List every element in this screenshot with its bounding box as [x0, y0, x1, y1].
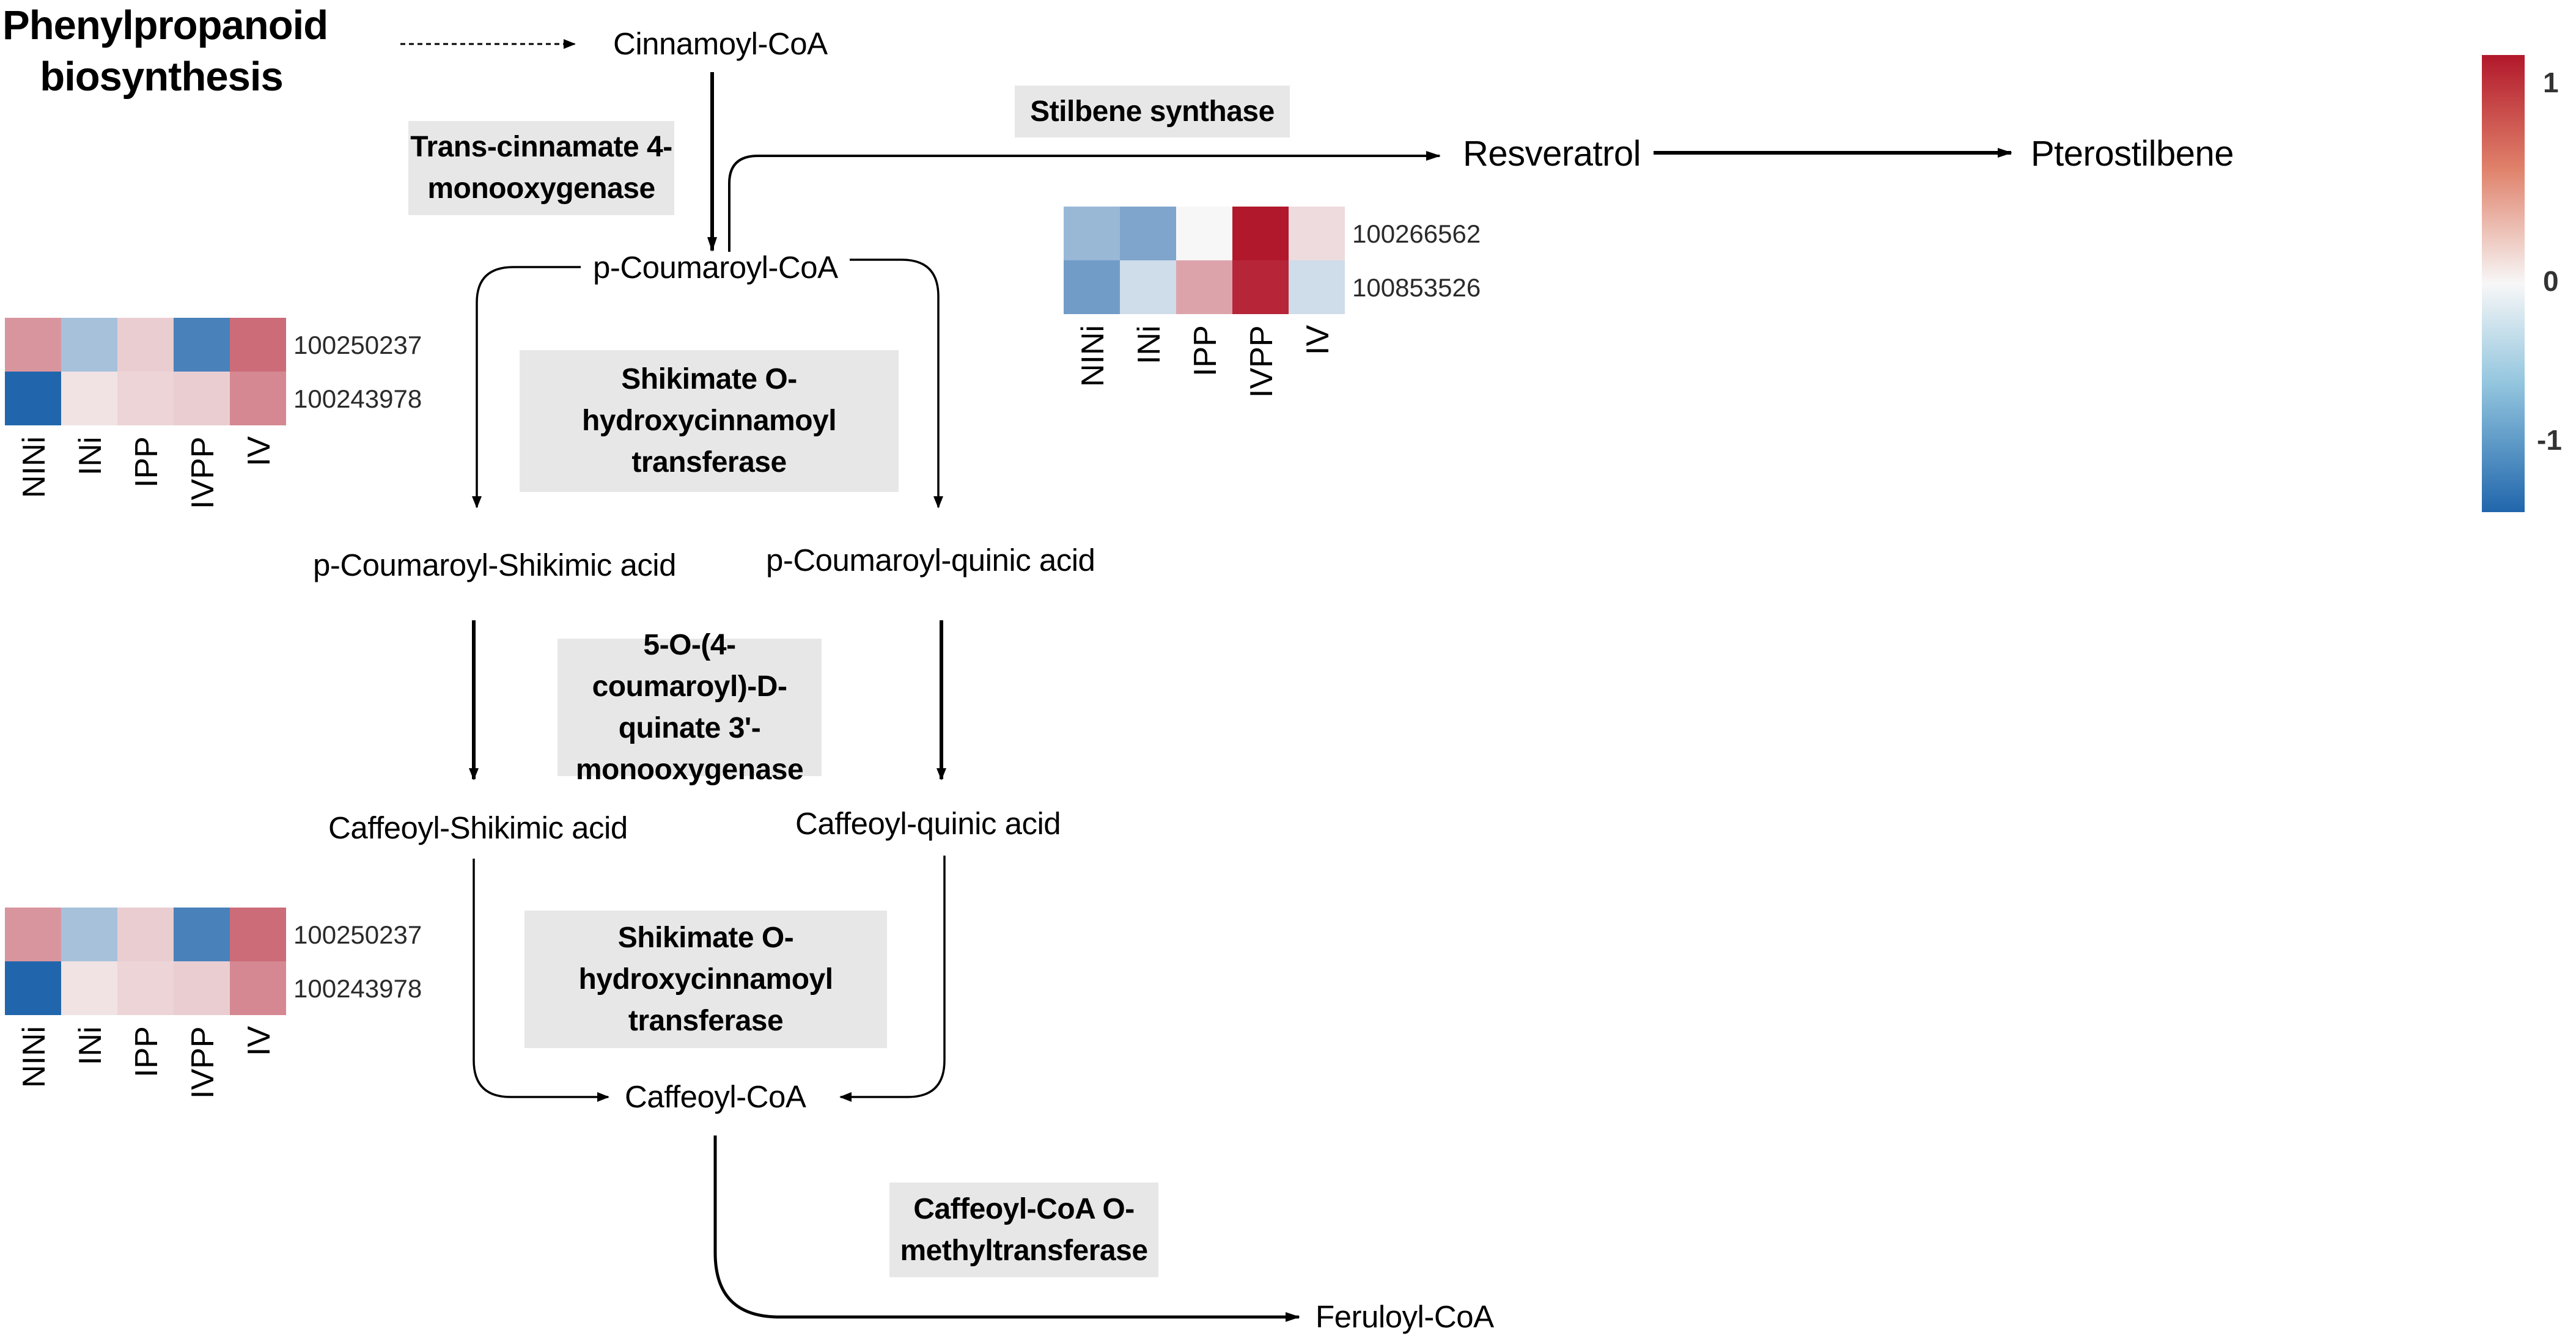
- heatmap-cell: [1289, 207, 1345, 260]
- heatmap-cell: [1120, 260, 1176, 314]
- metabolite-cinnamoyl-coa: Cinnamoyl-CoA: [613, 26, 828, 61]
- enzyme-shikimate-hydroxycinnamoyl-transferase-bottom: Shikimate O-hydroxycinnamoyl transferase: [524, 911, 887, 1048]
- heatmap-column-label: IVPP: [1244, 325, 1279, 398]
- color-scale-tick-low: -1: [2537, 424, 2562, 456]
- metabolite-p-coumaroyl-quinic-acid: p-Coumaroyl-quinic acid: [766, 543, 1095, 578]
- enzyme-coumaroyl-quinate-3-monooxygenase: 5-O-(4-coumaroyl)-D-quinate 3'-monooxyge…: [558, 629, 822, 786]
- heatmap-column-label: INi: [1132, 325, 1167, 364]
- heatmap-cell: [5, 318, 61, 372]
- arrow-coumaroyl-to-resveratrol: [728, 151, 1441, 252]
- heatmap-cell: [230, 908, 286, 961]
- heatmap-cell: [1176, 207, 1232, 260]
- heatmap-gene-label: 100266562: [1352, 219, 1481, 248]
- heatmap-cell: [117, 372, 174, 425]
- heatmap-column-label: IV: [241, 436, 277, 467]
- heatmap-cell: [174, 372, 230, 425]
- heatmap-cell: [1064, 260, 1120, 314]
- color-scale-tick-mid: 0: [2543, 265, 2559, 297]
- heatmap-cell: [1120, 207, 1176, 260]
- heatmap-gene-label: 100243978: [293, 974, 422, 1003]
- metabolite-p-coumaroyl-coa: p-Coumaroyl-CoA: [593, 250, 838, 285]
- heatmap-cell: [61, 372, 117, 425]
- metabolite-resveratrol: Resveratrol: [1463, 134, 1641, 174]
- metabolite-p-coumaroyl-shikimic-acid: p-Coumaroyl-Shikimic acid: [313, 548, 677, 582]
- heatmap-cell: [174, 318, 230, 372]
- heatmap-column-label: INi: [73, 1026, 108, 1065]
- heatmap-column-label: IVPP: [185, 436, 221, 509]
- heatmap-cell: [1064, 207, 1120, 260]
- heatmap-cell: [61, 908, 117, 961]
- heatmap-cell: [117, 318, 174, 372]
- metabolite-caffeoyl-coa: Caffeoyl-CoA: [625, 1079, 806, 1114]
- heatmap-cell: [1232, 207, 1289, 260]
- metabolite-pterostilbene: Pterostilbene: [2031, 134, 2234, 174]
- heatmap-cell: [117, 961, 174, 1015]
- heatmap-gene-label: 100250237: [293, 331, 422, 359]
- pathway-title: Phenylpropanoid biosynthesis: [2, 2, 328, 100]
- heatmap-column-label: NINi: [17, 436, 52, 499]
- heatmap-column-label: IV: [1300, 325, 1336, 356]
- heatmap-column-label: IPP: [1188, 325, 1223, 376]
- heatmap-gene-label: 100243978: [293, 384, 422, 413]
- heatmap-column-label: IV: [241, 1026, 277, 1057]
- enzyme-stilbene-synthase: Stilbene synthase: [1015, 86, 1290, 138]
- heatmap-cell: [61, 961, 117, 1015]
- heatmap-column-label: IVPP: [185, 1026, 221, 1099]
- metabolite-caffeoyl-shikimic-acid: Caffeoyl-Shikimic acid: [328, 810, 628, 845]
- heatmap-cell: [5, 372, 61, 425]
- heatmap-column-label: NINi: [17, 1026, 52, 1088]
- arrow-to-coumaroyl-quinic: [850, 259, 943, 508]
- arrow-caffeoyl-shikimic-to-coa: [473, 859, 609, 1102]
- heatmap-cell: [1289, 260, 1345, 314]
- color-scale-tick-high: 1: [2543, 67, 2559, 98]
- enzyme-caffeoyl-coa-o-methyltransferase: Caffeoyl-CoA O-methyltransferase: [889, 1183, 1158, 1277]
- heatmap-cell: [5, 908, 61, 961]
- color-scale-bar: 1 0 -1: [2482, 55, 2562, 512]
- heatmap-cell: [117, 908, 174, 961]
- heatmap-cell: [230, 372, 286, 425]
- heatmap-cell: [61, 318, 117, 372]
- metabolite-caffeoyl-quinic-acid: Caffeoyl-quinic acid: [795, 806, 1061, 841]
- heatmap-cell: [1232, 260, 1289, 314]
- heatmap-cell: [1176, 260, 1232, 314]
- arrow-to-coumaroyl-shikimic: [472, 266, 581, 508]
- heatmap-column-label: IPP: [129, 1026, 164, 1077]
- arrow-caffeoyl-to-feruloyl: [713, 1135, 1300, 1322]
- heatmap-cell: [174, 961, 230, 1015]
- enzyme-shikimate-hydroxycinnamoyl-transferase-top: Shikimate O-hydroxycinnamoyl transferase: [520, 350, 899, 492]
- metabolite-feruloyl-coa: Feruloyl-CoA: [1316, 1299, 1494, 1334]
- arrow-caffeoyl-quinic-to-coa: [839, 856, 946, 1102]
- heatmap-cell: [230, 961, 286, 1015]
- enzyme-trans-cinnamate-4-monooxygenase: Trans-cinnamate 4-monooxygenase: [408, 121, 674, 215]
- heatmap-cell: [174, 908, 230, 961]
- heatmap-column-label: IPP: [129, 436, 164, 488]
- heatmap-gene-label: 100250237: [293, 920, 422, 949]
- heatmap-column-label: NINi: [1075, 325, 1111, 387]
- heatmap-column-label: INi: [73, 436, 108, 475]
- heatmap-cell: [230, 318, 286, 372]
- heatmap-cell: [5, 961, 61, 1015]
- heatmap-gene-label: 100853526: [1352, 273, 1481, 302]
